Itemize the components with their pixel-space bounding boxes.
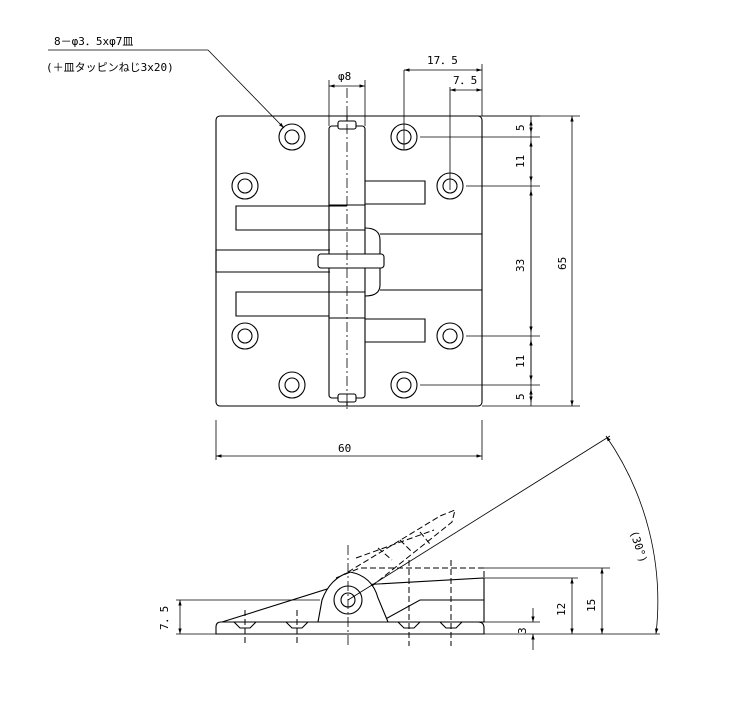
dim-65: 65 [556,257,569,270]
dim-12: 12 [555,603,568,616]
screw-spec-note: (＋皿タッピンねじ3x20) [46,61,174,74]
right-slot-lower [365,318,426,343]
hole-spec-note: 8－φ3．5xφ7皿 [54,35,133,48]
dim-60: 60 [338,442,351,455]
dim-11-bottom: 11 [514,355,527,368]
left-slot-upper [235,205,347,231]
screw-hole-1 [278,123,306,151]
right-slot-upper [365,180,426,205]
screw-hole-6 [436,322,464,350]
center-tongue-left [215,249,330,273]
screw-hole-3 [231,172,259,200]
leaf-30deg-position [347,509,456,587]
top-view [48,49,580,460]
angle-arc [605,435,659,635]
screw-hole-8 [390,371,418,399]
left-slot-lower [235,291,347,317]
dim-angle: (30°) [627,529,650,565]
dim-pin-dia: φ8 [338,70,351,83]
dim-5-top: 5 [514,124,527,131]
hole-leader [207,49,285,129]
dim-7-5-top: 7．5 [453,74,477,87]
dim-5-bottom: 5 [514,393,527,400]
dim-11-top: 11 [514,155,527,168]
dim-17-5: 17．5 [427,54,458,67]
base-leaf [215,621,485,635]
dim-7-5-side: 7．5 [158,606,171,630]
screw-hole-7 [278,371,306,399]
dim-3: 3 [516,627,529,634]
dim-15: 15 [585,599,598,612]
side-view [176,435,660,650]
screw-hole-5 [231,322,259,350]
center-pin-link [317,253,385,269]
dim-33: 33 [514,259,527,272]
angle-ray [347,435,611,601]
